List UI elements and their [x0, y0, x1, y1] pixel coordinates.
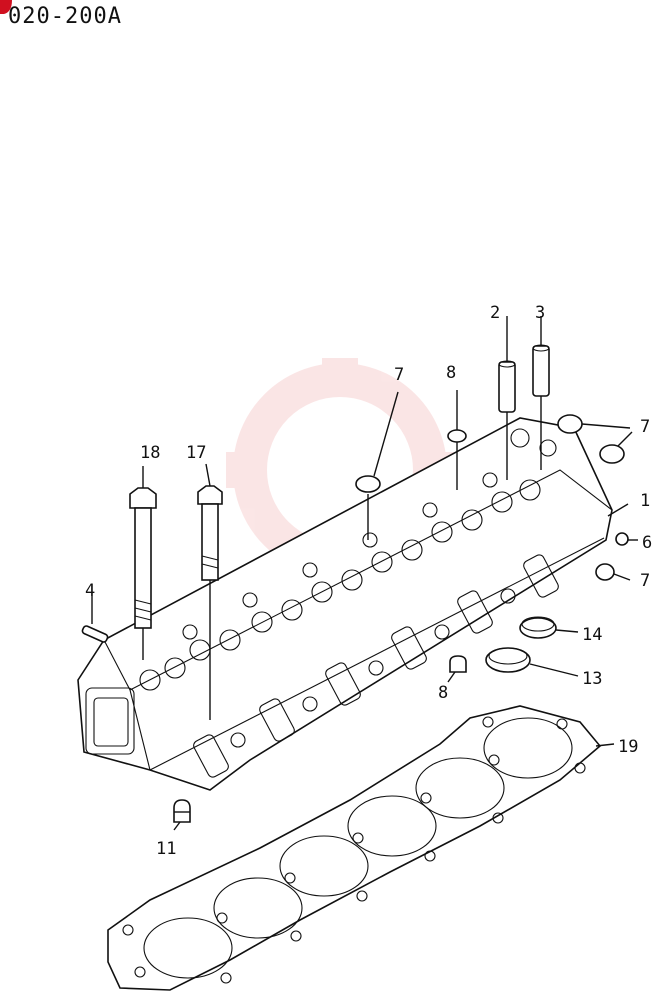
dowel-pin-2: [498, 316, 516, 480]
callout-11: 11: [156, 839, 176, 859]
callout-6: 6: [642, 533, 652, 553]
callout-8-top: 8: [446, 363, 456, 383]
callout-labels: 1 2 3 4 6 7 7 7 8 8 11 13 14 17 18 19: [85, 303, 652, 859]
expansion-plug-7-right: [557, 414, 633, 464]
callout-7-side: 7: [640, 571, 650, 591]
callout-19: 19: [618, 737, 638, 757]
head-gasket: [107, 705, 615, 991]
plug-8-bottom: [447, 655, 467, 683]
callout-7-right: 7: [640, 417, 650, 437]
callout-13: 13: [582, 669, 602, 689]
plug-6: [615, 532, 638, 546]
callout-1: 1: [640, 491, 650, 511]
page-code: 020-200A: [8, 4, 122, 29]
valve-seat-ring-14: [519, 616, 579, 639]
plug-11: [173, 799, 191, 831]
callout-14: 14: [582, 625, 602, 645]
pin-4: [81, 596, 109, 643]
side-ports: [193, 554, 559, 778]
gasket-bores: [143, 717, 573, 979]
cylinder-head: [77, 417, 613, 791]
plug-8-top: [447, 390, 467, 490]
head-bolt-17: [197, 463, 223, 720]
callout-2: 2: [490, 303, 500, 323]
callout-3: 3: [535, 303, 545, 323]
callout-8-bottom: 8: [438, 683, 448, 703]
expansion-plug-7-left: [355, 391, 399, 540]
corner-mark: [0, 0, 12, 14]
expansion-plug-7-side: [595, 563, 631, 581]
callout-17: 17: [186, 443, 206, 463]
gasket-holes: [122, 716, 586, 984]
head-bolt-18: [129, 466, 157, 660]
callout-7-left: 7: [394, 365, 404, 385]
callout-4: 4: [85, 581, 95, 601]
callout-18: 18: [140, 443, 160, 463]
valve-seat-ring-13: [485, 647, 579, 677]
dowel-pin-3: [532, 316, 550, 470]
